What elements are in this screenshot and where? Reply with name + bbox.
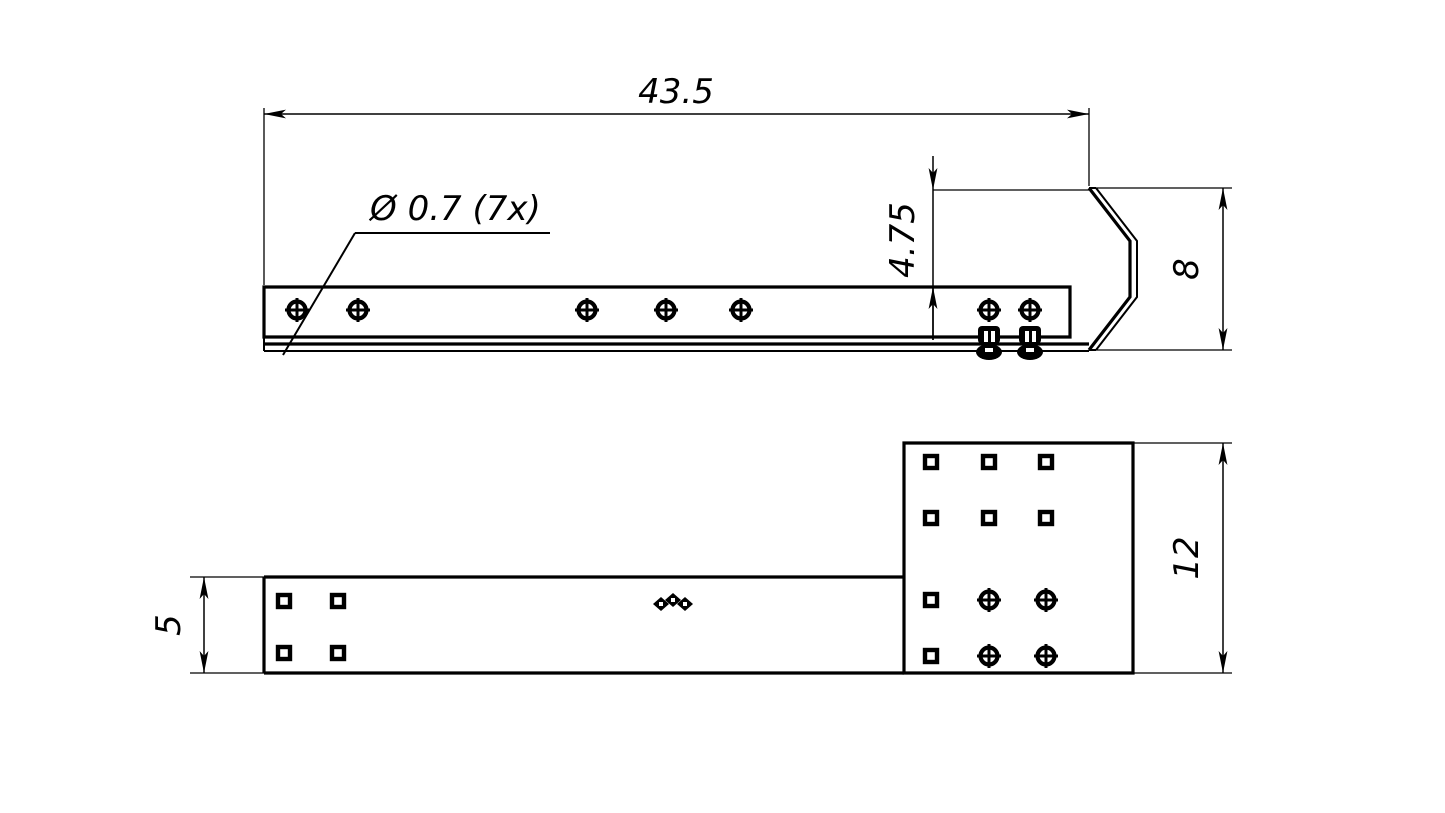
dimension-pad-width: 12 xyxy=(1133,442,1232,674)
hole-4 xyxy=(654,298,678,322)
plan-strip-square-hole-group xyxy=(275,592,347,662)
hole-3 xyxy=(575,298,599,322)
dimension-strip-width: 5 xyxy=(149,576,264,674)
diamond-3 xyxy=(677,597,693,611)
side-elevation-view: 43.5 4.75 8 Ø 0.7 (7x) xyxy=(262,72,1232,360)
side-view-hole-group xyxy=(285,298,1042,322)
plan-view-pad-outline xyxy=(902,441,1135,675)
dimension-strip-width-text: 5 xyxy=(149,614,189,636)
zigzag-diamond-mark xyxy=(653,593,693,611)
diamond-2 xyxy=(665,593,681,607)
plan-view: 5 12 xyxy=(149,441,1232,675)
hole-diameter-callout: Ø 0.7 (7x) xyxy=(282,189,550,356)
diamond-1 xyxy=(653,597,669,611)
dimension-hook-offset: 4.75 xyxy=(883,156,1089,340)
hole-7 xyxy=(1018,298,1042,322)
plan-pad-round-hole-group xyxy=(977,588,1058,668)
pad-hole-4 xyxy=(1034,644,1058,668)
pad-hole-2 xyxy=(1034,588,1058,612)
side-view-bent-hook-profile xyxy=(1087,187,1138,351)
pad-hole-3 xyxy=(977,644,1001,668)
dimension-hook-offset-text: 4.75 xyxy=(883,202,923,278)
dimension-hook-height: 8 xyxy=(1089,187,1232,351)
dimension-overall-length-text: 43.5 xyxy=(638,72,714,112)
hole-1 xyxy=(285,298,309,322)
hole-6 xyxy=(977,298,1001,322)
plan-view-strip-outline xyxy=(262,575,904,675)
rivet-1 xyxy=(976,326,1002,360)
side-view-bar-outline xyxy=(262,285,1089,352)
dimension-hook-height-text: 8 xyxy=(1167,258,1207,280)
hole-5 xyxy=(729,298,753,322)
plan-pad-square-hole-group xyxy=(922,453,1055,665)
dimension-overall-length: 43.5 xyxy=(263,72,1090,285)
rivet-2 xyxy=(1017,326,1043,360)
dimension-pad-width-text: 12 xyxy=(1167,536,1207,579)
hole-2 xyxy=(346,298,370,322)
pad-hole-1 xyxy=(977,588,1001,612)
side-view-rivet-group xyxy=(976,326,1043,360)
hole-diameter-callout-text: Ø 0.7 (7x) xyxy=(368,189,541,229)
